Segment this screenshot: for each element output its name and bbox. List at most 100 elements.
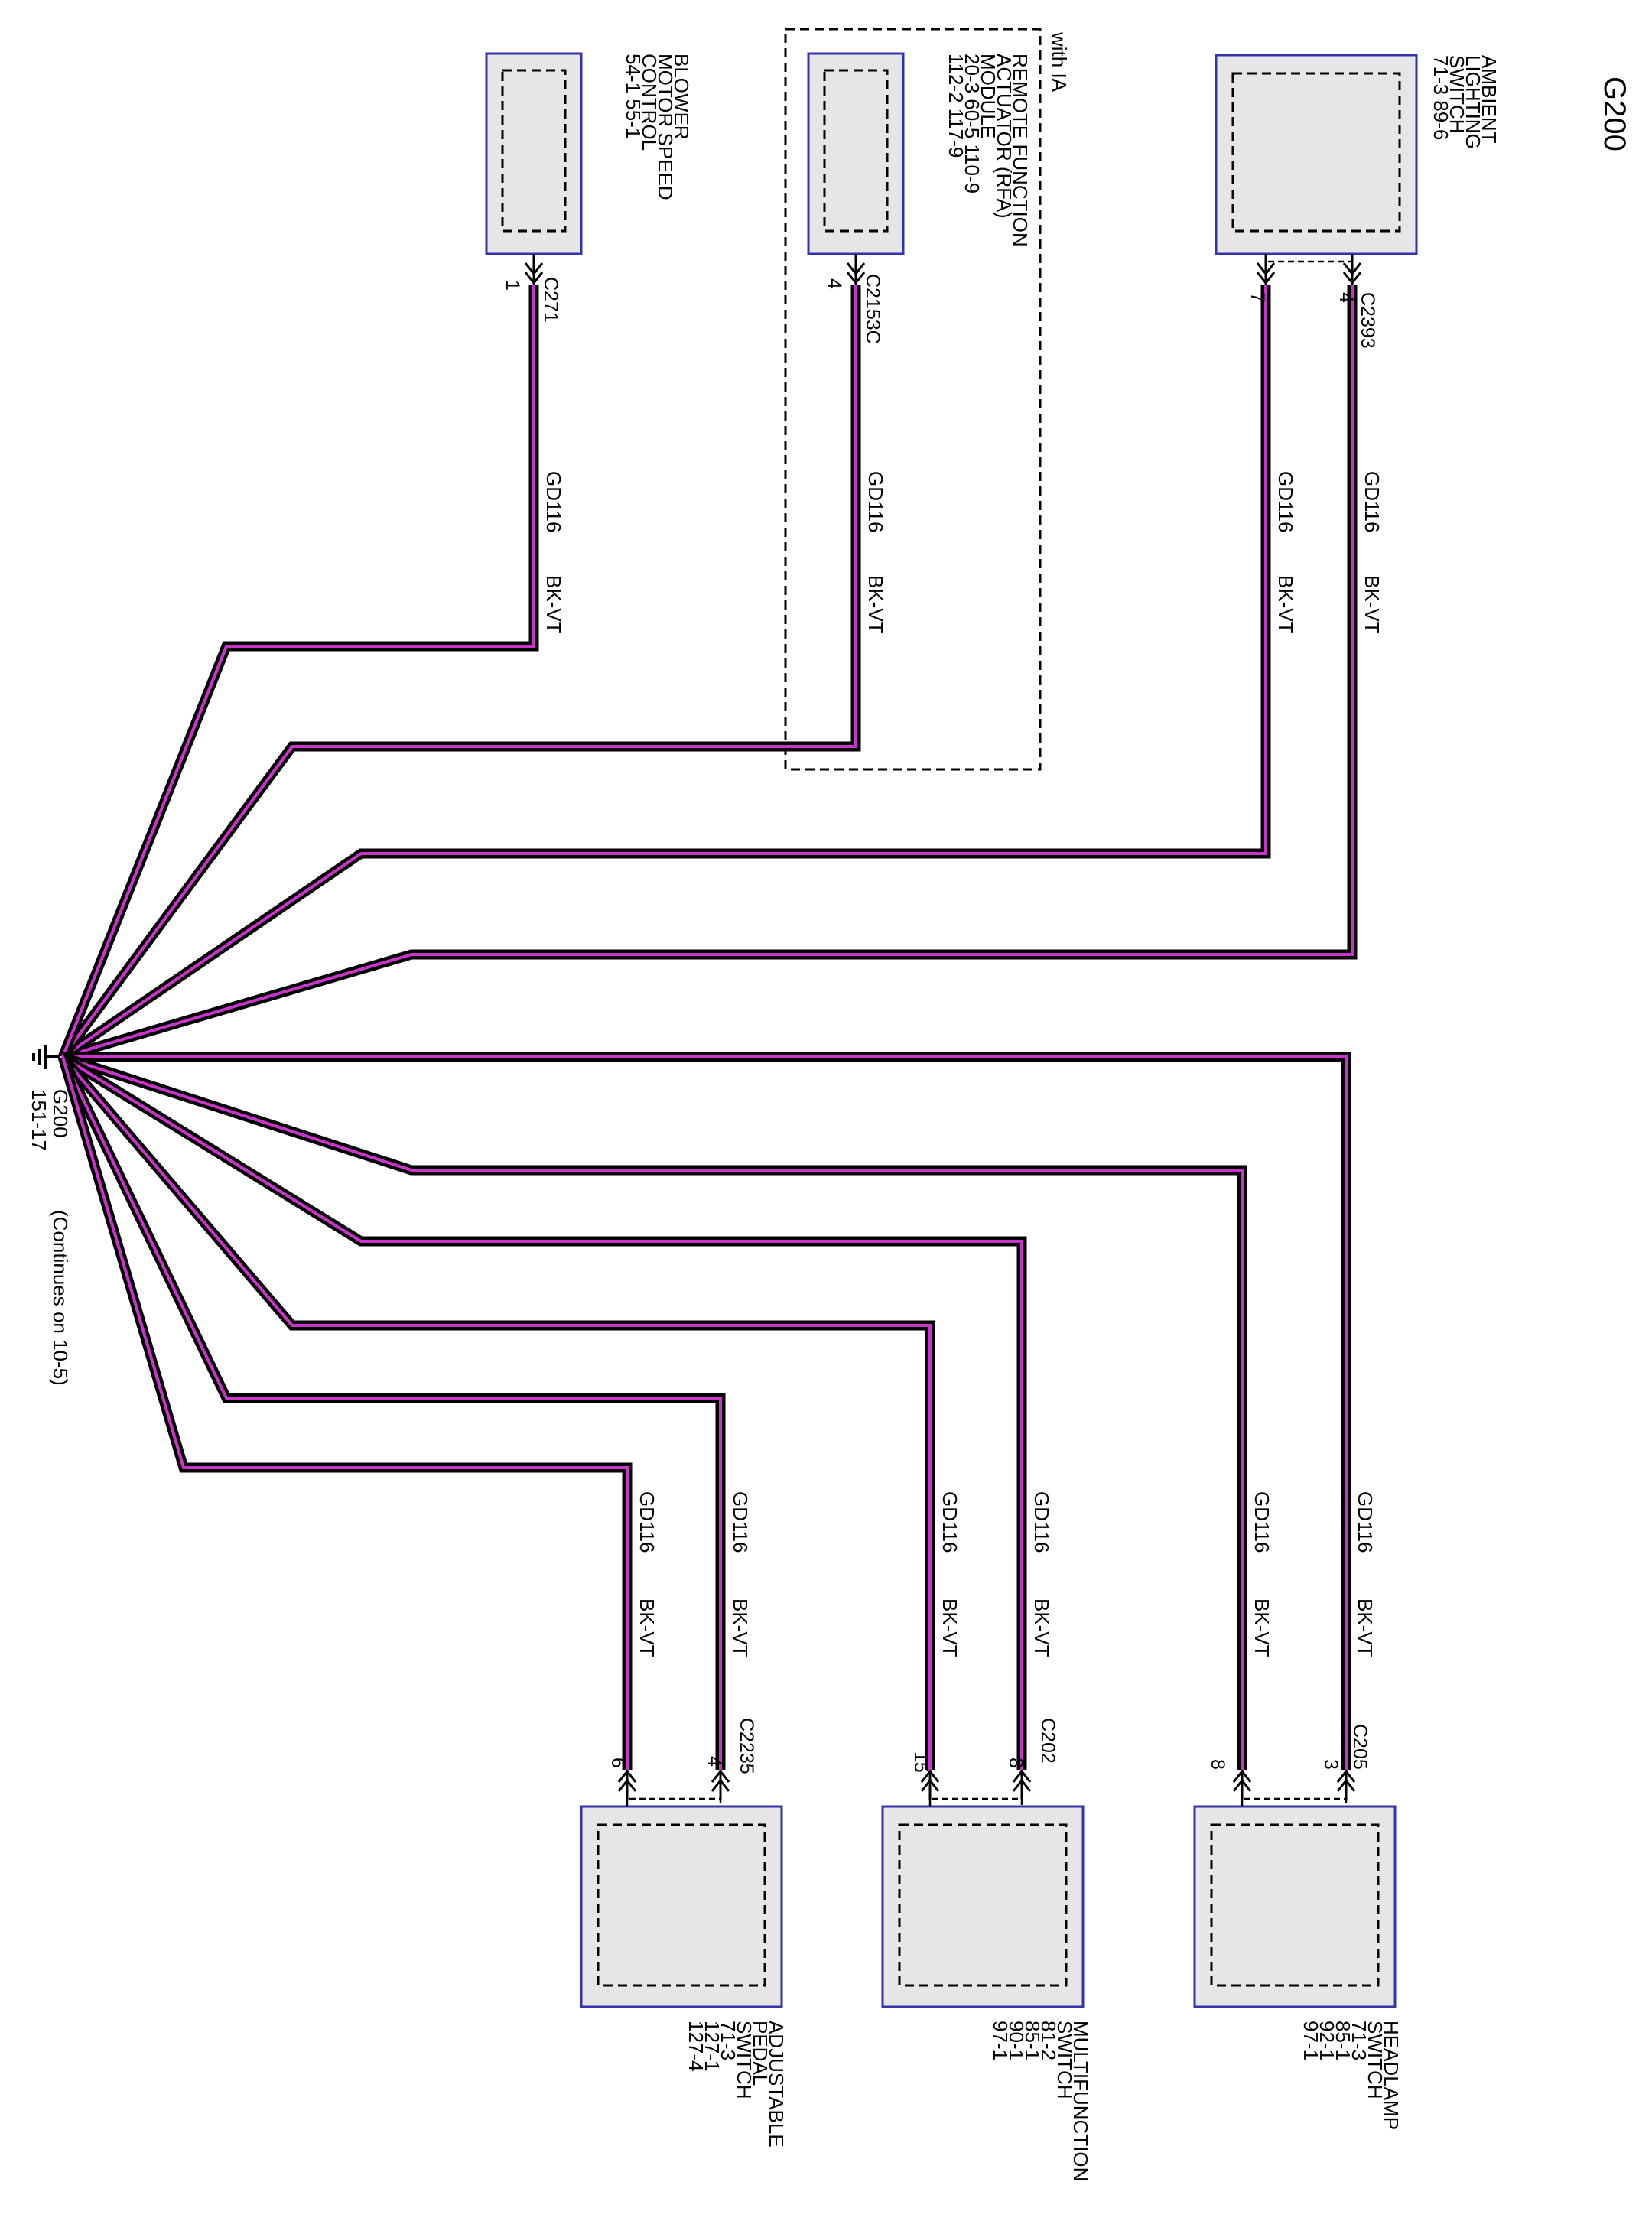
component-rfa-label-line: MODULE <box>977 54 1000 138</box>
connector-c2393-pin-4: 4 <box>1335 292 1357 303</box>
component-rfa-label-line: 112-2 117-9 <box>945 54 967 158</box>
connector-arrow-icon <box>1342 254 1362 285</box>
connector-arrow-icon <box>846 254 866 285</box>
wire-color-label: BK-VT <box>1030 1598 1053 1657</box>
wire-blower-pin-1-stripe <box>61 285 535 1058</box>
wire-pedal-pin-4-stripe <box>61 1056 722 1770</box>
component-headlamp-label-line: 71-3 <box>1348 2021 1371 2060</box>
component-rfa-label-line: ACTUATOR (RFA) <box>993 54 1016 219</box>
wire-harness <box>57 285 1358 1770</box>
ground-note: (Continues on 10-5) <box>49 1210 72 1386</box>
component-box <box>1215 54 1418 255</box>
ground-name: G200 <box>49 1089 72 1138</box>
option-label: with IA <box>1048 31 1071 93</box>
connector-c2153c-name: C2153C <box>862 274 883 344</box>
connector-arrow-icon <box>1232 1769 1252 1800</box>
component-rfa-module[interactable] <box>807 52 905 255</box>
wire-color-label: BK-VT <box>864 575 887 634</box>
connector-c205-name: C205 <box>1349 1724 1371 1770</box>
component-pedal-label-line: 127-1 <box>701 2021 724 2072</box>
component-multifunction-label-line: 81-2 <box>1037 2021 1060 2060</box>
wire-circuit-label: GD116 <box>864 471 887 532</box>
wire-headlamp-pin-8-stripe <box>62 1055 1244 1770</box>
wire-color-label: BK-VT <box>542 575 565 634</box>
component-blower-label-line: 54-1 55-1 <box>622 54 645 138</box>
component-inner-outline <box>823 69 889 233</box>
component-box <box>485 52 583 255</box>
wire-color-label: BK-VT <box>1274 575 1297 634</box>
component-multifunction-label-line: 97-1 <box>989 2021 1012 2060</box>
wire-circuit-label: GD116 <box>542 471 565 532</box>
ground-ref: 151-17 <box>28 1089 50 1151</box>
shunt-c205 <box>1241 1797 1348 1806</box>
component-adjustable-pedal-switch[interactable] <box>580 1805 783 2008</box>
component-ambient-label-line: 71-3 89-6 <box>1429 55 1452 140</box>
component-ambient-label-line: AMBIENT <box>1478 55 1501 144</box>
component-headlamp-label-line: 85-1 <box>1332 2021 1354 2060</box>
wire-ambient-pin-7-stripe <box>61 285 1267 1058</box>
connector-c2235-pin-6: 6 <box>607 1758 629 1768</box>
connector-c2393-name: C2393 <box>1357 292 1378 349</box>
wire-ambient-pin-7 <box>60 285 1271 1062</box>
component-blower-motor-speed-control[interactable] <box>485 52 583 255</box>
component-ambient-lighting-switch[interactable] <box>1215 54 1418 255</box>
wire-multifunction-pin-8 <box>60 1052 1027 1770</box>
wire-pedal-pin-6 <box>57 1055 633 1770</box>
component-inner-outline <box>898 1823 1068 1987</box>
wire-color-label: BK-VT <box>938 1598 961 1657</box>
wire-multifunction-pin-15 <box>59 1053 935 1770</box>
wire-multifunction-pin-8-stripe <box>61 1055 1023 1770</box>
component-multifunction-label-line: 90-1 <box>1005 2021 1028 2060</box>
component-blower-label-line: BLOWER <box>670 54 693 140</box>
wire-labels: GD116BK-VTGD116BK-VTGD116BK-VTGD116BK-VT… <box>542 471 1384 1657</box>
component-pedal-label-line: SWITCH <box>733 2021 756 2099</box>
component-ambient-label-line: SWITCH <box>1446 55 1468 134</box>
wire-circuit-label: GD116 <box>1354 1491 1377 1553</box>
connector-arrow-icon <box>524 254 544 285</box>
connector-arrow-icon <box>1012 1769 1032 1800</box>
wire-circuit-label: GD116 <box>1250 1491 1273 1553</box>
connector-arrow-icon <box>1336 1769 1356 1800</box>
component-pedal-label-line: 71-3 <box>717 2021 740 2060</box>
component-box <box>1193 1805 1397 2008</box>
component-ambient-label-line: LIGHTING <box>1462 55 1485 149</box>
shunt-c2235 <box>626 1797 722 1806</box>
connector-arrow-icon <box>920 1769 940 1800</box>
wire-blower-pin-1 <box>57 285 539 1059</box>
wire-circuit-label: GD116 <box>1274 471 1297 532</box>
component-inner-outline <box>597 1823 766 1987</box>
connector-arrow-icon <box>617 1769 637 1800</box>
ground-symbol-icon <box>32 1045 60 1069</box>
connector-c271-name: C271 <box>540 277 561 323</box>
option-box <box>784 28 1042 771</box>
page-title: G200 <box>1598 76 1631 151</box>
wire-ambient-pin-4-stripe <box>62 285 1354 1058</box>
component-multifunction-switch[interactable] <box>881 1805 1085 2008</box>
component-blower-label-line: MOTOR SPEED <box>654 54 677 200</box>
connector-c2153c-pin-4: 4 <box>824 278 845 289</box>
connector-c202-pin-8: 8 <box>1005 1758 1026 1768</box>
component-pedal-label-line: 127-4 <box>685 2021 707 2072</box>
component-headlamp-switch[interactable] <box>1193 1805 1397 2008</box>
wire-circuit-label: GD116 <box>938 1491 961 1553</box>
component-headlamp-label-line: HEADLAMP <box>1380 2021 1403 2130</box>
component-inner-outline <box>1231 72 1401 233</box>
connector-c202-pin-15: 15 <box>910 1751 932 1773</box>
connector-c2235-pin-4: 4 <box>704 1756 725 1767</box>
connector-c2393-pin-7: 7 <box>1247 292 1268 303</box>
wire-rfa-pin-4-stripe <box>61 285 857 1058</box>
shunt-c202 <box>928 1797 1023 1806</box>
wire-headlamp-pin-3-stripe <box>63 1055 1348 1770</box>
component-inner-outline <box>1210 1823 1380 1987</box>
component-box <box>807 52 905 255</box>
wire-circuit-label: GD116 <box>1361 471 1384 532</box>
wire-color-label: BK-VT <box>1250 1598 1273 1657</box>
component-inner-outline <box>501 69 567 233</box>
wire-ambient-pin-4 <box>61 285 1358 1062</box>
connector-c2235-name: C2235 <box>736 1718 757 1774</box>
connector-c271-pin-1: 1 <box>502 280 523 291</box>
component-multifunction-label-line: 85-1 <box>1021 2021 1044 2060</box>
component-pedal-label-line: PEDAL <box>749 2021 772 2086</box>
